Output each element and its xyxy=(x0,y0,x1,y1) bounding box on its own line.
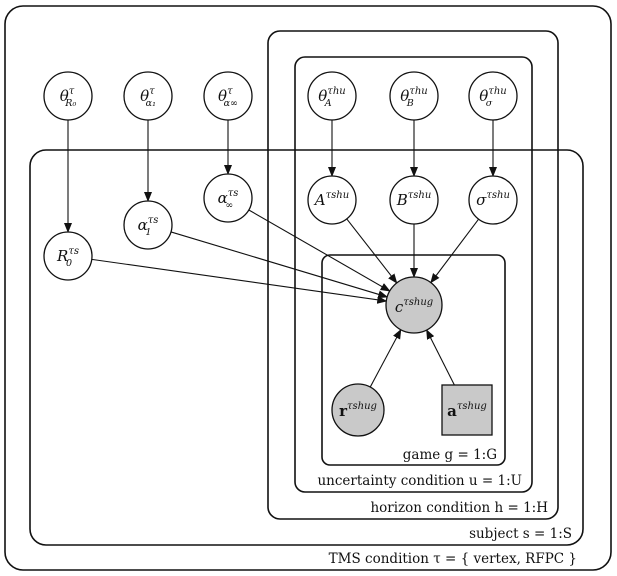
node-theta-A xyxy=(307,71,357,121)
plate-horizon-condition xyxy=(267,30,559,520)
node-A xyxy=(307,175,357,225)
label-sigma: στshu xyxy=(476,190,510,209)
node-a xyxy=(441,384,493,436)
edge-r-to-c xyxy=(369,328,402,388)
label-B: Bτshu xyxy=(396,190,432,209)
edge-alpha-inf-to-c xyxy=(248,209,391,292)
plate-label-tms: TMS condition τ = { vertex, RFPC } xyxy=(329,551,577,567)
edge-sigma-to-c xyxy=(430,218,480,284)
node-c xyxy=(385,276,443,334)
label-r: rτshug xyxy=(339,401,377,420)
label-c: cτshug xyxy=(395,297,433,316)
node-sigma xyxy=(468,175,518,225)
label-A: Aτshu xyxy=(313,190,349,209)
node-theta-B xyxy=(389,71,439,121)
edge-a-to-c xyxy=(426,329,457,388)
plate-uncertainty-condition xyxy=(294,56,533,493)
node-B xyxy=(389,175,439,225)
plate-label-subject: subject s = 1:S xyxy=(469,526,572,542)
node-theta-sigma xyxy=(468,71,518,121)
node-R0 xyxy=(43,231,93,281)
plate-label-uncertainty: uncertainty condition u = 1:U xyxy=(317,473,522,489)
plate-label-horizon: horizon condition h = 1:H xyxy=(370,500,548,516)
plate-label-game: game g = 1:G xyxy=(403,447,497,463)
label-a: aτshug xyxy=(447,401,487,420)
node-theta-R0 xyxy=(43,71,93,121)
edge-R0-to-c xyxy=(91,258,388,304)
edge-A-to-c xyxy=(346,218,398,284)
plate-subject xyxy=(29,149,584,546)
edge-alpha-1-to-c xyxy=(170,231,389,299)
node-alpha-inf xyxy=(203,173,253,223)
node-alpha-1 xyxy=(123,200,173,250)
label-alpha-inf: ατs∞ xyxy=(218,188,239,211)
plate-tms-condition xyxy=(4,5,612,571)
node-r xyxy=(331,383,385,437)
node-theta-alphainf xyxy=(203,71,253,121)
node-theta-alpha1 xyxy=(123,71,173,121)
